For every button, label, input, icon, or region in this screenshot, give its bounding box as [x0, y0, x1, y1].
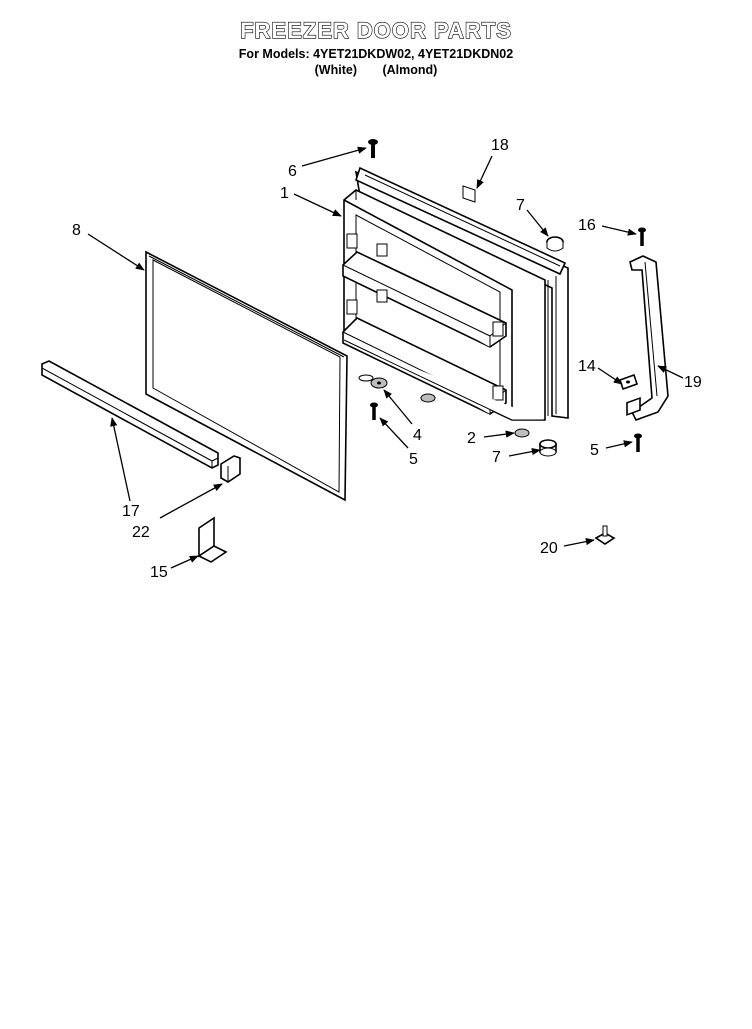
- finish-line: (White) (Almond): [0, 63, 752, 77]
- finish-white: (White): [314, 63, 357, 77]
- callout-19: 19: [684, 374, 702, 391]
- clip-part-20: [594, 525, 616, 545]
- callout-1: 1: [280, 185, 289, 202]
- handle-part: [626, 255, 669, 421]
- screw-part-5-right: [634, 433, 642, 452]
- callout-17: 17: [122, 503, 140, 520]
- models-line: For Models: 4YET21DKDW02, 4YET21DKDN02: [238, 47, 514, 61]
- callout-5-left: 5: [409, 451, 418, 468]
- door-gasket-part: [145, 250, 348, 502]
- door-liner-part: [342, 166, 569, 421]
- callout-18: 18: [491, 137, 509, 154]
- screw-part-6: [368, 139, 378, 158]
- callout-4: 4: [413, 427, 422, 444]
- callout-7-bottom: 7: [492, 449, 501, 466]
- handle-clip-part: [618, 373, 639, 391]
- callout-2: 2: [467, 430, 476, 447]
- callout-14: 14: [578, 358, 596, 375]
- callout-20: 20: [540, 540, 558, 557]
- screw-part-16: [638, 227, 646, 246]
- bracket-part: [197, 516, 228, 563]
- finish-almond: (Almond): [382, 63, 438, 77]
- leader-lines: [87, 146, 684, 569]
- label-part: [462, 185, 476, 203]
- callout-16: 16: [578, 217, 596, 234]
- callout-6: 6: [288, 163, 297, 180]
- callout-7-top: 7: [516, 197, 525, 214]
- callout-22: 22: [132, 524, 150, 541]
- trim-end-cap-part: [220, 455, 241, 483]
- callout-15: 15: [150, 564, 168, 581]
- callout-8: 8: [72, 222, 81, 239]
- cap-plug-part-top: [546, 236, 564, 252]
- callout-5-right: 5: [590, 442, 599, 459]
- diagram-title: FREEZER DOOR PARTS: [239, 17, 512, 43]
- trim-strip-part: [41, 360, 219, 469]
